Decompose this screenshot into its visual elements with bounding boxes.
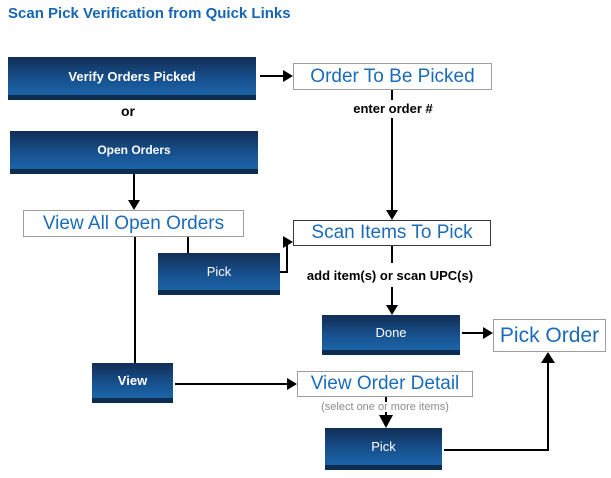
select-items-note: (select one or more items): [321, 401, 449, 413]
arrow-down-icon: [128, 200, 140, 210]
connector-detail-to-note: [385, 397, 387, 402]
done-label: Done: [375, 325, 407, 340]
connector-viewall-to-view: [134, 237, 136, 363]
connector-done-to-pickorder: [462, 332, 483, 334]
view-all-open-orders-label: View All Open Orders: [42, 212, 225, 234]
arrow-down-icon: [386, 305, 398, 315]
or-text: or: [121, 103, 135, 119]
arrow-right-icon: [283, 70, 293, 82]
connector-note-to-done: [391, 287, 393, 306]
add-items-note: add item(s) or scan UPC(s): [306, 268, 474, 283]
pick-button-middle: Pick: [158, 253, 280, 295]
arrow-right-icon: [483, 327, 493, 339]
done-button: Done: [322, 315, 460, 355]
open-orders-button: Open Orders: [10, 131, 258, 174]
connector-viewall-to-pick: [187, 237, 189, 253]
connector-note-to-pickbottom: [385, 412, 387, 416]
scan-items-to-pick-box: Scan Items To Pick: [293, 220, 491, 246]
connector-pick-elbow-v: [286, 242, 288, 273]
connector-verify-to-order: [260, 75, 284, 77]
connector-view-to-detail: [175, 383, 287, 385]
pick-order-box: Pick Order: [493, 319, 606, 352]
pick-order-label: Pick Order: [499, 323, 600, 347]
arrow-down-icon: [386, 210, 398, 220]
arrow-right-icon: [287, 378, 297, 390]
view-button: View: [92, 363, 173, 403]
verify-orders-picked-label: Verify Orders Picked: [68, 68, 196, 84]
scan-items-to-pick-label: Scan Items To Pick: [311, 222, 473, 243]
connector-pickbottom-h: [444, 449, 549, 451]
verify-orders-picked-button: Verify Orders Picked: [8, 57, 256, 100]
pick-middle-label: Pick: [206, 264, 232, 279]
view-order-detail-label: View Order Detail: [310, 373, 460, 394]
connector-pickbottom-v: [547, 360, 549, 451]
connector-note-to-scan: [391, 118, 393, 211]
view-all-open-orders-box: View All Open Orders: [23, 210, 244, 237]
view-order-detail-box: View Order Detail: [297, 371, 473, 397]
connector-open-to-viewall: [133, 174, 135, 201]
pick-bottom-label: Pick: [371, 439, 396, 454]
enter-order-note: enter order #: [353, 101, 433, 116]
order-to-be-picked-box: Order To Be Picked: [293, 63, 492, 90]
page-title: Scan Pick Verification from Quick Links: [8, 5, 291, 22]
arrow-right-icon: [283, 236, 293, 248]
open-orders-label: Open Orders: [97, 143, 171, 157]
connector-order-to-note: [391, 90, 393, 100]
arrow-down-icon: [379, 415, 393, 428]
order-to-be-picked-label: Order To Be Picked: [310, 65, 475, 87]
arrow-up-icon: [541, 352, 555, 363]
connector-scan-to-note: [391, 246, 393, 263]
view-label: View: [117, 373, 148, 388]
connector-pick-elbow-h: [280, 271, 288, 273]
pick-button-bottom: Pick: [325, 428, 442, 470]
